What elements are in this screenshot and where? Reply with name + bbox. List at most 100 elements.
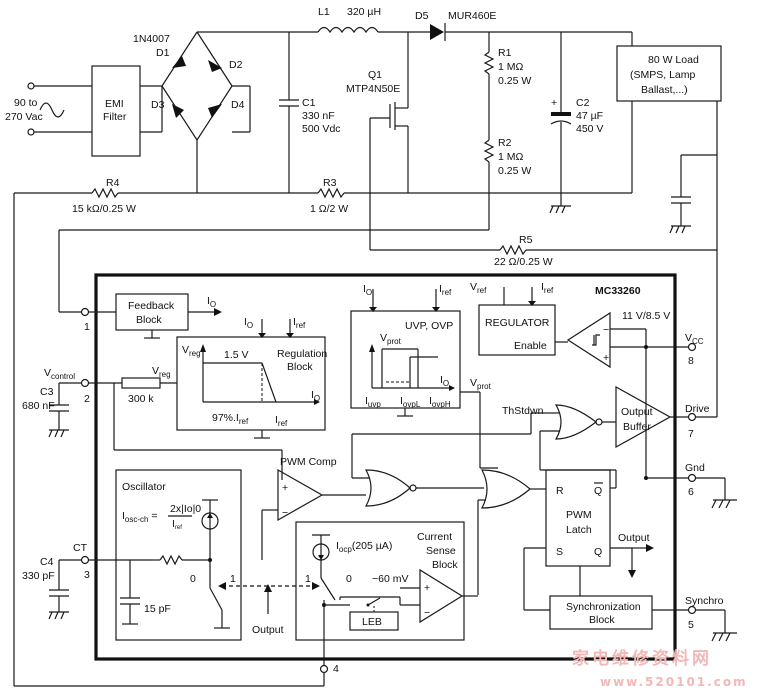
svg-text:LEB: LEB [362,616,382,628]
pin-grounds [696,477,737,642]
emi-label1: EMI [105,98,124,110]
regulator-block: REGULATOR Enable Vref Iref [470,281,568,356]
load-label2: (SMPS, Lamp [630,69,696,81]
load-label1: 80 W Load [648,54,699,66]
switch-control: Output [218,582,320,636]
svg-text:Sense: Sense [426,545,456,557]
svg-text:Vprot: Vprot [470,377,492,391]
svg-text:+: + [424,582,430,594]
svg-text:Q: Q [594,546,602,558]
svg-text:Current: Current [417,531,452,543]
c4-value: 330 pF [22,570,55,582]
oscillator-block: Oscillator Iosc-ch = 2x|Io|0 Iref 15 pF … [115,469,242,641]
ac-source: 90 to 270 Vac [5,82,92,136]
svg-text:S: S [556,546,563,558]
svg-text:3: 3 [84,569,90,581]
d1-label: D1 [156,47,170,59]
d4-label: D4 [231,99,245,111]
resistor-300k: 300 k Vreg [113,365,283,480]
svg-text:1: 1 [84,321,90,333]
svg-text:−: − [282,507,288,519]
pwm-latch: R S Q Q PWM Latch Output [523,469,654,611]
svg-text:97%.Iref: 97%.Iref [212,412,249,426]
svg-text:Block: Block [287,361,313,373]
resistor-r5: R5 22 Ω/0.25 W [370,234,718,418]
pin-3: 3 [59,555,150,581]
current-sense-block: Current Sense Block Iocp(205 µA) 1 0 LEB… [295,521,478,641]
or-gate [477,469,546,595]
svg-text:Buffer: Buffer [623,421,651,433]
svg-text:Output: Output [621,406,653,418]
svg-text:Block: Block [432,559,458,571]
c1-value1: 330 nF [302,110,335,122]
q1-part: MTP4N50E [346,83,400,95]
svg-text:PWM: PWM [566,509,592,521]
svg-text:1: 1 [305,573,311,585]
c1-value2: 500 Vdc [302,123,341,135]
svg-text:UVP, OVP: UVP, OVP [405,320,453,332]
svg-text:−60 mV: −60 mV [372,573,408,585]
svg-text:0: 0 [190,573,196,585]
svg-text:REGULATOR: REGULATOR [485,317,550,329]
c2-plus: + [551,97,557,109]
inductor-l1: L1 320 µH [317,6,430,34]
io-label: IO [207,295,216,309]
svg-text:ThStdwn: ThStdwn [502,405,544,417]
svg-text:Block: Block [589,614,615,626]
ac-voltage-label: 90 to [14,97,38,109]
emi-filter: EMI Filter [91,65,162,157]
diode-d2-icon [208,60,222,72]
svg-text:Iuvp: Iuvp [365,395,381,409]
svg-text:Oscillator: Oscillator [122,481,166,493]
mosfet-q1: Q1 MTP4N50E [346,32,409,250]
svg-text:Vreg: Vreg [182,344,201,358]
pwm-comparator: + − PWM Comp [261,456,366,560]
svg-text:IovpH: IovpH [429,395,451,409]
r2-value2: 0.25 W [498,165,531,177]
vcontrol-label: Vcontrol [44,367,75,381]
svg-text:Latch: Latch [566,524,592,536]
svg-text:Iref: Iref [541,281,554,295]
svg-text:−: − [424,607,430,619]
capacitor-c4: C4 330 pF [22,556,69,620]
diode-d5: D5 MUR460E [415,10,632,41]
center-nor-gate [351,412,545,507]
ac-voltage-label2: 270 Vac [5,111,43,123]
uvlo-comparator: − + 11 V/8.5 V [566,310,670,480]
svg-text:+: + [282,482,288,494]
svg-text:4: 4 [333,663,339,675]
synchro-label: Synchro [685,595,724,607]
svg-text:Vref: Vref [470,281,487,295]
uvp-ovp-block: UVP, OVP Vprot IO Iuvp IovpL IovpH IO Ir… [350,283,498,469]
ct-label: CT [73,542,88,554]
diode-d5-icon [430,24,444,40]
diode-d4-icon [208,104,222,118]
svg-text:Iref: Iref [439,283,452,297]
svg-text:Regulation: Regulation [277,348,327,360]
svg-text:Synchronization: Synchronization [566,601,641,613]
c1-label: C1 [302,97,316,109]
synchronization-block: Synchronization Block [549,595,653,630]
output-buffer: Output Buffer [615,385,672,449]
capacitor-c1: C1 330 nF 500 Vdc [279,32,341,193]
svg-text:2x|Io|0: 2x|Io|0 [170,503,201,515]
svg-text:IO: IO [440,374,449,388]
c3-value: 680 nF [22,400,55,412]
capacitor-c3: C3 680 nF [22,383,69,438]
svg-text:1: 1 [230,573,236,585]
r1-value2: 0.25 W [498,75,531,87]
r3-value: 1 Ω/2 W [310,203,348,215]
bridge-rectifier: 1N4007 D1 D2 D3 D4 [133,31,318,193]
load-block: 80 W Load (SMPS, Lamp Ballast,...) [616,32,722,250]
drive-label: Drive [685,403,710,415]
vcc-label: VCC [685,332,704,346]
gnd-label: Gnd [685,462,705,474]
l1-value: 320 µH [347,6,381,18]
watermark-url: www.520101.com [600,675,748,689]
svg-text:−: − [603,324,609,336]
r1-label: R1 [498,47,512,59]
svg-text:Vprot: Vprot [380,332,402,346]
svg-text:IovpL: IovpL [400,395,421,409]
c2-value1: 47 µF [576,110,603,122]
svg-text:Iref: Iref [275,414,288,428]
